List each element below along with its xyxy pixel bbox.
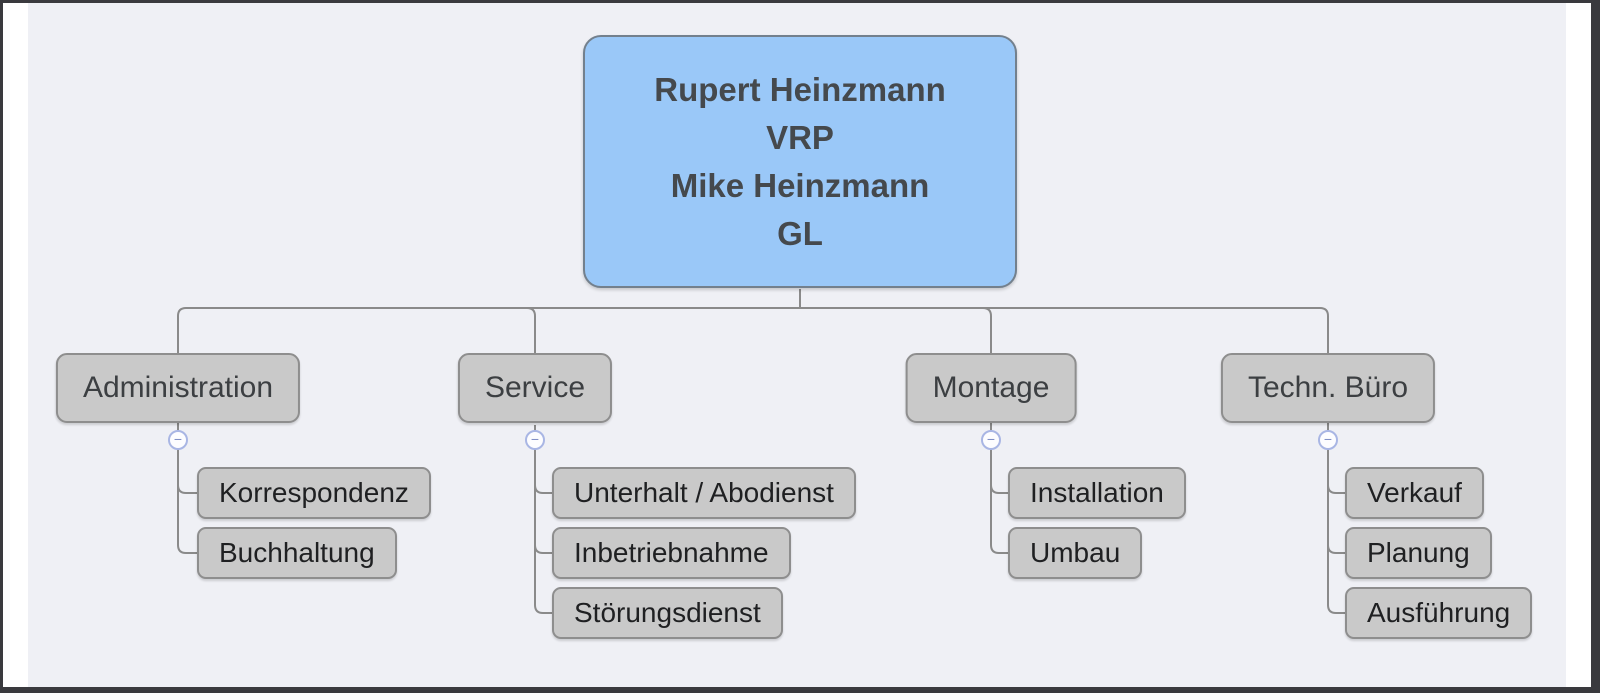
collapse-button-administration[interactable]: − <box>168 430 188 450</box>
child-node-verkauf[interactable]: Verkauf <box>1345 467 1484 519</box>
child-node-inbetriebnahme[interactable]: Inbetriebnahme <box>552 527 791 579</box>
branch-node-techn-buero[interactable]: Techn. Büro <box>1220 353 1436 423</box>
root-node[interactable]: Rupert Heinzmann VRP Mike Heinzmann GL <box>583 35 1017 288</box>
collapse-button-techn-buero[interactable]: − <box>1318 430 1338 450</box>
child-node-stoerungsdienst[interactable]: Störungsdienst <box>552 587 783 639</box>
child-node-buchhaltung[interactable]: Buchhaltung <box>197 527 397 579</box>
minus-icon: − <box>1323 431 1333 447</box>
branch-node-montage[interactable]: Montage <box>905 353 1077 423</box>
root-line-name-1: Rupert Heinzmann <box>654 70 946 108</box>
child-node-ausfuehrung[interactable]: Ausführung <box>1345 587 1533 639</box>
minus-icon: − <box>530 431 540 447</box>
child-node-umbau[interactable]: Umbau <box>1008 527 1143 579</box>
window-border-bottom <box>0 687 1600 693</box>
minus-icon: − <box>986 431 996 447</box>
child-node-planung[interactable]: Planung <box>1345 527 1492 579</box>
root-line-title-1: VRP <box>766 118 834 156</box>
root-line-name-2: Mike Heinzmann <box>670 166 930 204</box>
branch-node-service[interactable]: Service <box>457 353 613 423</box>
minus-icon: − <box>173 431 183 447</box>
branch-node-administration[interactable]: Administration <box>55 353 301 423</box>
window-border-top <box>0 0 1600 3</box>
root-line-title-2: GL <box>777 214 823 252</box>
collapse-button-service[interactable]: − <box>525 430 545 450</box>
window-border-left <box>0 0 3 693</box>
child-node-installation[interactable]: Installation <box>1008 467 1186 519</box>
child-node-korrespondenz[interactable]: Korrespondenz <box>197 467 431 519</box>
window-border-right <box>1591 0 1600 693</box>
collapse-button-montage[interactable]: − <box>981 430 1001 450</box>
child-node-unterhalt-abodienst[interactable]: Unterhalt / Abodienst <box>552 467 856 519</box>
